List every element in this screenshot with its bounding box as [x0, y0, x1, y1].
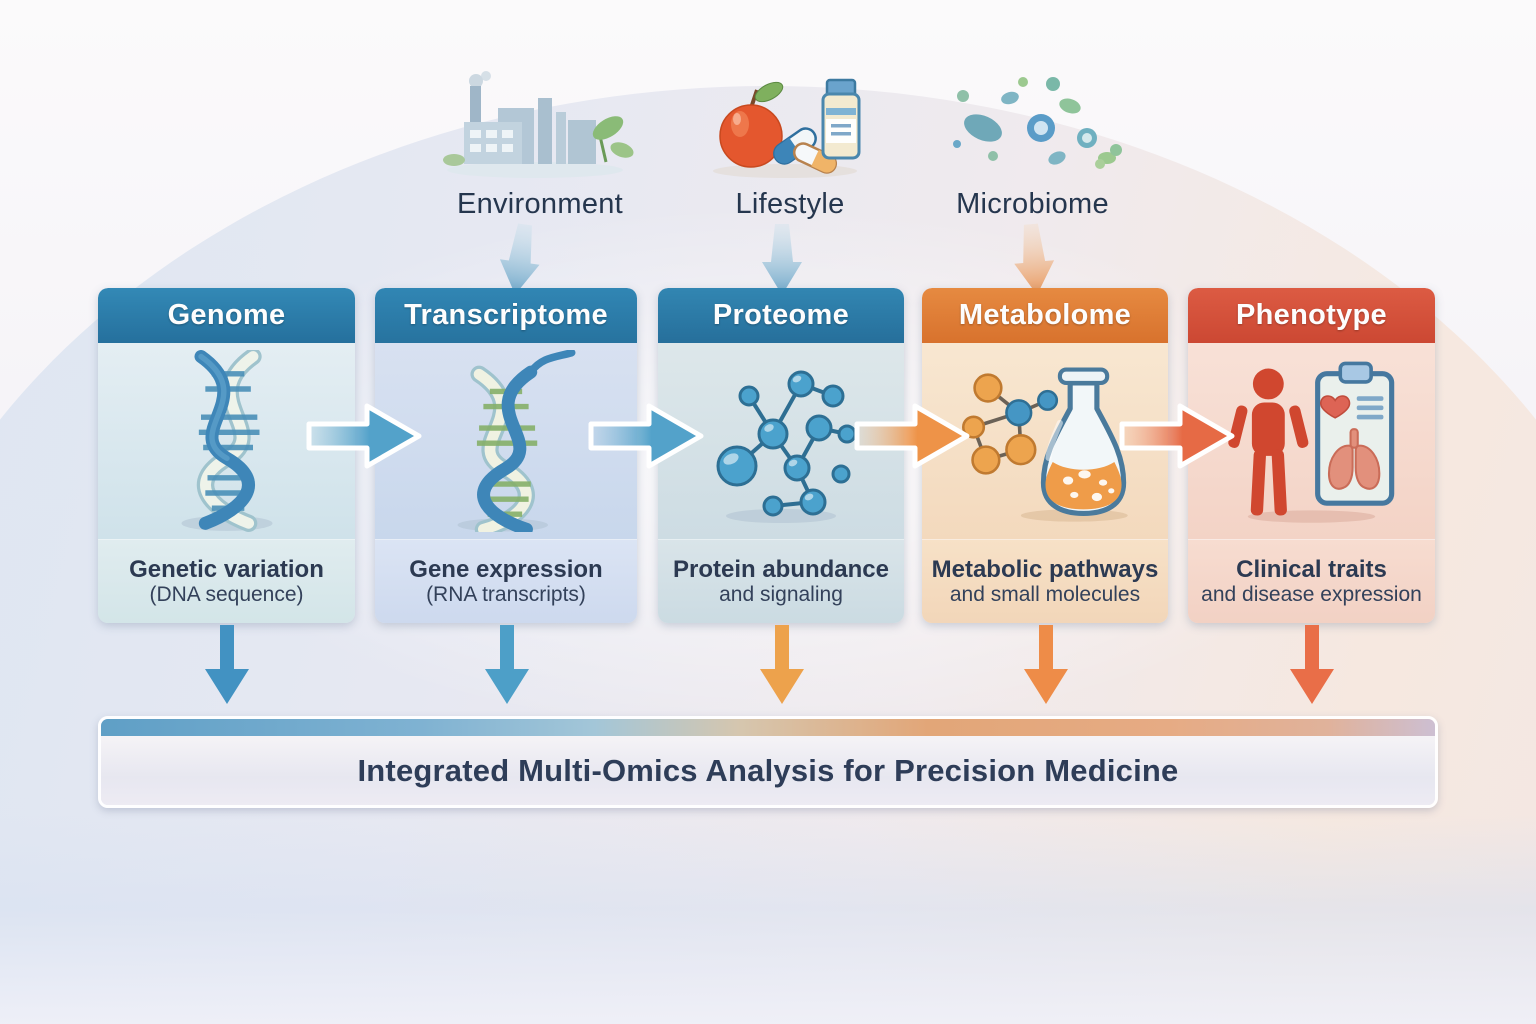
transcriptome-desc-line2: (RNA transcripts) [426, 583, 586, 607]
lifestyle-down-arrow [762, 224, 802, 295]
phenotype-desc-line2: and disease expression [1201, 583, 1422, 607]
microbiome-down-arrow [1014, 223, 1055, 295]
genome-description: Genetic variation (DNA sequence) [98, 539, 355, 623]
transcriptome-title: Transcriptome [375, 288, 637, 343]
arrow-proteome-to-metabolome [854, 403, 970, 469]
metabolome-desc-line1: Metabolic pathways [931, 555, 1159, 583]
transcriptome-description: Gene expression (RNA transcripts) [375, 539, 637, 623]
background-bottom-wash [0, 814, 1536, 1024]
arrow-transcriptome-to-proteome [588, 403, 704, 469]
arrow-genome-to-transcriptome [306, 403, 422, 469]
input-environment: Environment [428, 64, 652, 221]
proteome-desc-line1: Protein abundance [672, 555, 890, 583]
phenotype-description: Clinical traits and disease expression [1188, 539, 1435, 623]
genome-desc-line1: Genetic variation [129, 555, 324, 583]
protein-network-icon [658, 343, 904, 539]
banner-gradient-strip [101, 719, 1435, 736]
banner-body: Integrated Multi-Omics Analysis for Prec… [101, 736, 1435, 805]
transcriptome-desc-line1: Gene expression [409, 555, 603, 583]
person-clipboard-icon [1188, 343, 1435, 539]
panel-genome: Genome Genetic [98, 288, 355, 623]
factory-leaves-icon [428, 64, 652, 180]
proteome-description: Protein abundance and signaling [658, 539, 904, 623]
phenotype-desc-line1: Clinical traits [1236, 555, 1387, 583]
microbiome-label: Microbiome [956, 188, 1109, 220]
phenotype-title: Phenotype [1188, 288, 1435, 343]
microbes-icon [925, 64, 1140, 180]
proteome-title: Proteome [658, 288, 904, 343]
banner-text: Integrated Multi-Omics Analysis for Prec… [357, 752, 1179, 788]
integration-banner: Integrated Multi-Omics Analysis for Prec… [98, 716, 1438, 808]
phenotype-down-arrow [1290, 625, 1334, 704]
input-lifestyle: Lifestyle [690, 64, 890, 221]
apple-pills-bottle-icon [690, 64, 890, 180]
metabolome-desc-line2: and small molecules [949, 583, 1141, 607]
panel-phenotype: Phenotype [1188, 288, 1435, 623]
transcriptome-down-arrow [485, 625, 529, 704]
arrow-metabolome-to-phenotype [1119, 403, 1235, 469]
environment-down-arrow [499, 223, 540, 295]
genome-desc-line2: (DNA sequence) [149, 583, 304, 607]
proteome-down-arrow [760, 625, 804, 704]
environment-label: Environment [456, 188, 624, 220]
genome-down-arrow [205, 625, 249, 704]
lifestyle-label: Lifestyle [735, 188, 845, 220]
panel-proteome: Proteome [658, 288, 904, 623]
input-microbiome: Microbiome [925, 64, 1140, 221]
genome-title: Genome [98, 288, 355, 343]
metabolome-down-arrow [1024, 625, 1068, 704]
metabolome-description: Metabolic pathways and small molecules [922, 539, 1168, 623]
metabolome-title: Metabolome [922, 288, 1168, 343]
proteome-desc-line2: and signaling [719, 583, 843, 607]
